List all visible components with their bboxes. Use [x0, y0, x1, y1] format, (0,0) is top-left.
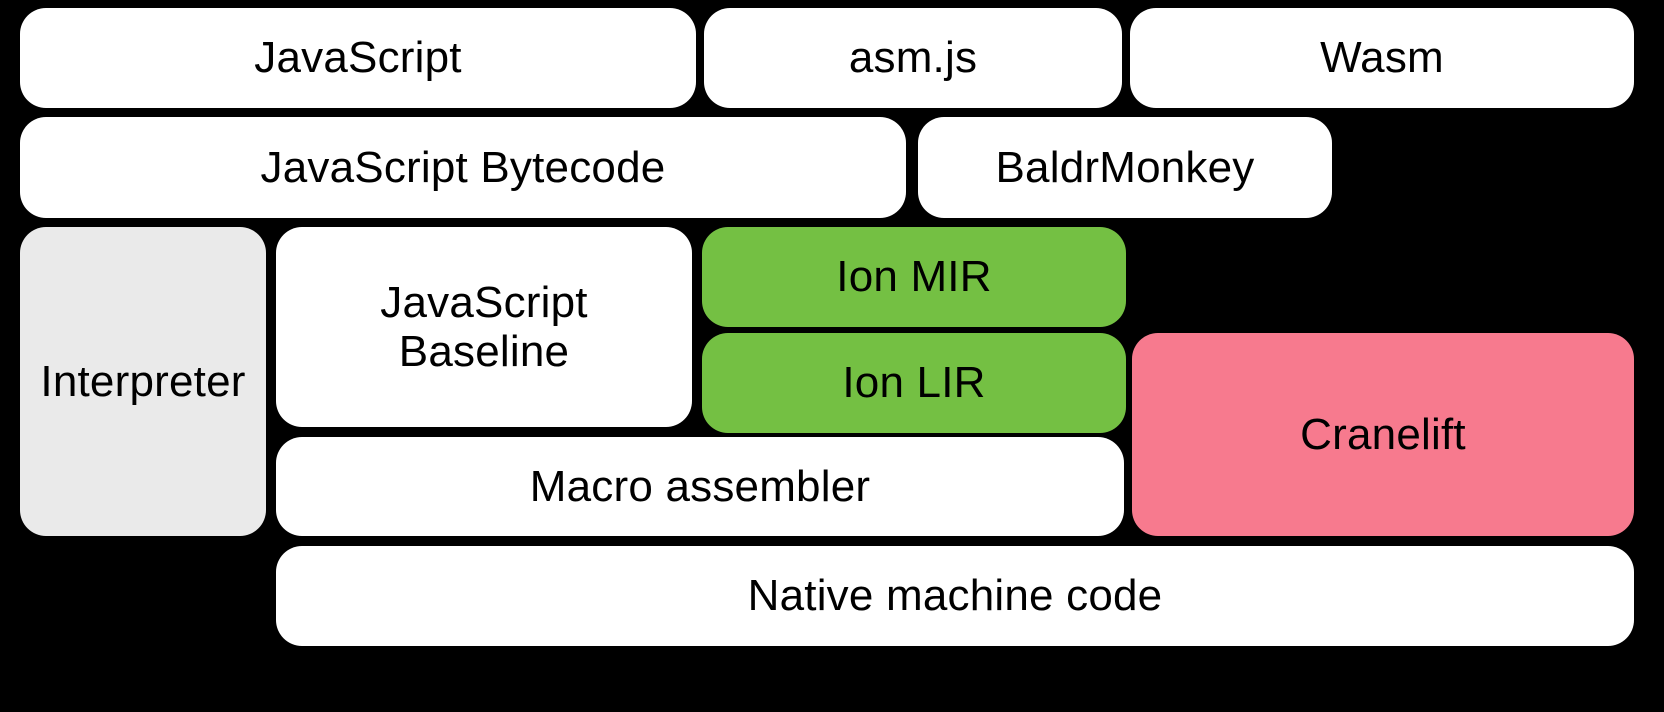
node-javascript: JavaScript [20, 8, 696, 108]
node-interpreter: Interpreter [20, 227, 266, 536]
node-wasm: Wasm [1130, 8, 1634, 108]
node-ion-mir: Ion MIR [702, 227, 1126, 327]
node-macro-assembler: Macro assembler [276, 437, 1124, 536]
node-asm-js: asm.js [704, 8, 1122, 108]
node-native-machine-code: Native machine code [276, 546, 1634, 646]
node-javascript-baseline: JavaScript Baseline [276, 227, 692, 427]
node-cranelift: Cranelift [1132, 333, 1634, 536]
node-javascript-bytecode: JavaScript Bytecode [20, 117, 906, 218]
node-baldrmonkey: BaldrMonkey [918, 117, 1332, 218]
node-ion-lir: Ion LIR [702, 333, 1126, 433]
